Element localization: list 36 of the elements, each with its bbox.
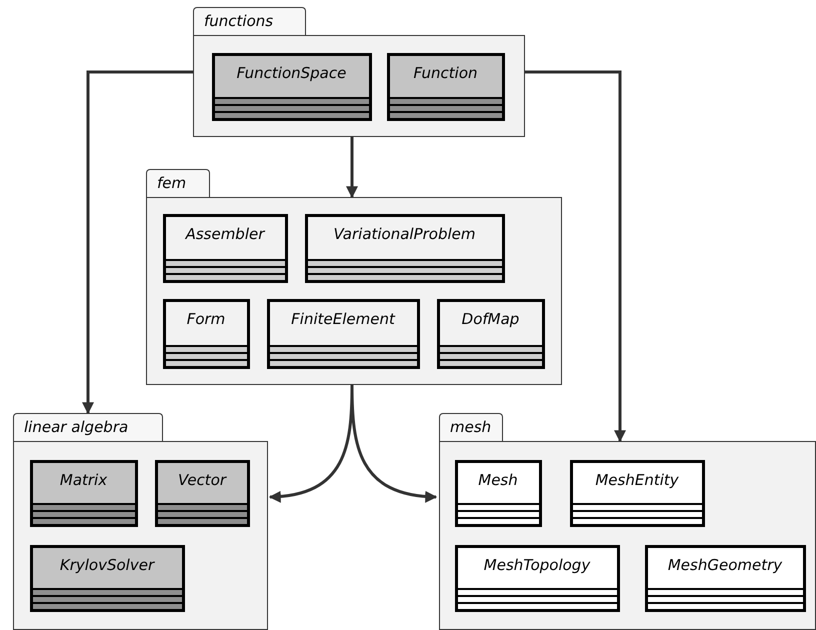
- class-box: [644, 544, 806, 612]
- arrow: [350, 384, 438, 502]
- class-name: MeshGeometry: [666, 556, 784, 574]
- class-name: VariationalProblem: [332, 224, 477, 242]
- class-name: Form: [186, 310, 226, 328]
- class-name: Function: [412, 64, 478, 82]
- class-name: Matrix: [58, 470, 108, 488]
- class-box: [386, 52, 504, 120]
- class-name: MeshTopology: [482, 556, 592, 574]
- class-box: [454, 544, 620, 612]
- arrow: [525, 70, 626, 442]
- class-name: FunctionSpace: [236, 64, 348, 82]
- package-tab: functions: [193, 7, 306, 35]
- package-tab: linear algebra: [13, 413, 163, 441]
- class-name: DofMap: [460, 310, 520, 328]
- class-name: Vector: [176, 470, 228, 488]
- class-box: [30, 460, 138, 526]
- class-box: [266, 298, 420, 368]
- package-tab: mesh: [439, 413, 503, 441]
- class-box: [162, 214, 288, 282]
- class-box: [154, 460, 250, 526]
- class-name: KrylovSolver: [58, 556, 156, 574]
- class-box: [436, 298, 544, 368]
- class-name: Assembler: [184, 224, 266, 242]
- class-box: [304, 214, 504, 282]
- class-box: [454, 460, 542, 526]
- arrow: [82, 70, 193, 414]
- class-name: FiniteElement: [290, 310, 396, 328]
- class-box: [162, 298, 250, 368]
- class-name: MeshEntity: [594, 470, 680, 488]
- class-box: [570, 460, 704, 526]
- package-tab: fem: [146, 169, 210, 197]
- class-box: [30, 544, 184, 612]
- class-box: [212, 52, 372, 120]
- class-name: Mesh: [477, 470, 519, 488]
- arrow: [346, 137, 358, 198]
